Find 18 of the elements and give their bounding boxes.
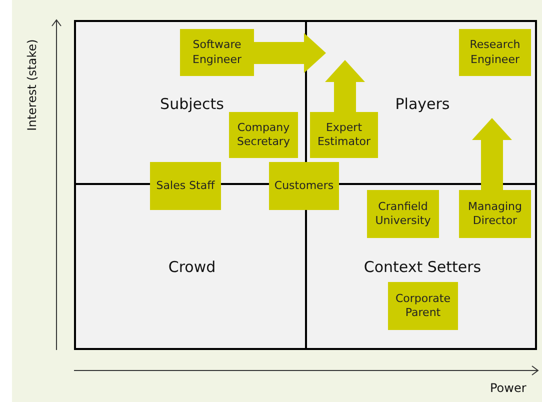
stakeholder-box: Company Secretary — [229, 112, 298, 158]
stakeholder-box: Customers — [269, 162, 339, 210]
quadrant-label: Players — [395, 95, 450, 113]
quadrant-label: Subjects — [160, 95, 224, 113]
quadrant-label: Crowd — [168, 258, 216, 276]
stakeholder-box: Cranfield University — [367, 190, 439, 238]
stakeholder-box: Sales Staff — [150, 162, 221, 210]
block-arrow — [325, 60, 365, 112]
quadrant-label: Context Setters — [364, 258, 482, 276]
stakeholder-box: Software Engineer — [180, 29, 254, 76]
block-arrow — [254, 33, 326, 73]
axis-label: Interest (stake) — [25, 39, 39, 131]
stakeholder-box: Corporate Parent — [388, 282, 458, 330]
block-arrow — [472, 118, 512, 190]
axis-label: Power — [490, 381, 526, 395]
stakeholder-box: Research Engineer — [459, 29, 531, 76]
stakeholder-box: Managing Director — [459, 190, 531, 238]
stakeholder-box: Expert Estimator — [310, 112, 378, 158]
